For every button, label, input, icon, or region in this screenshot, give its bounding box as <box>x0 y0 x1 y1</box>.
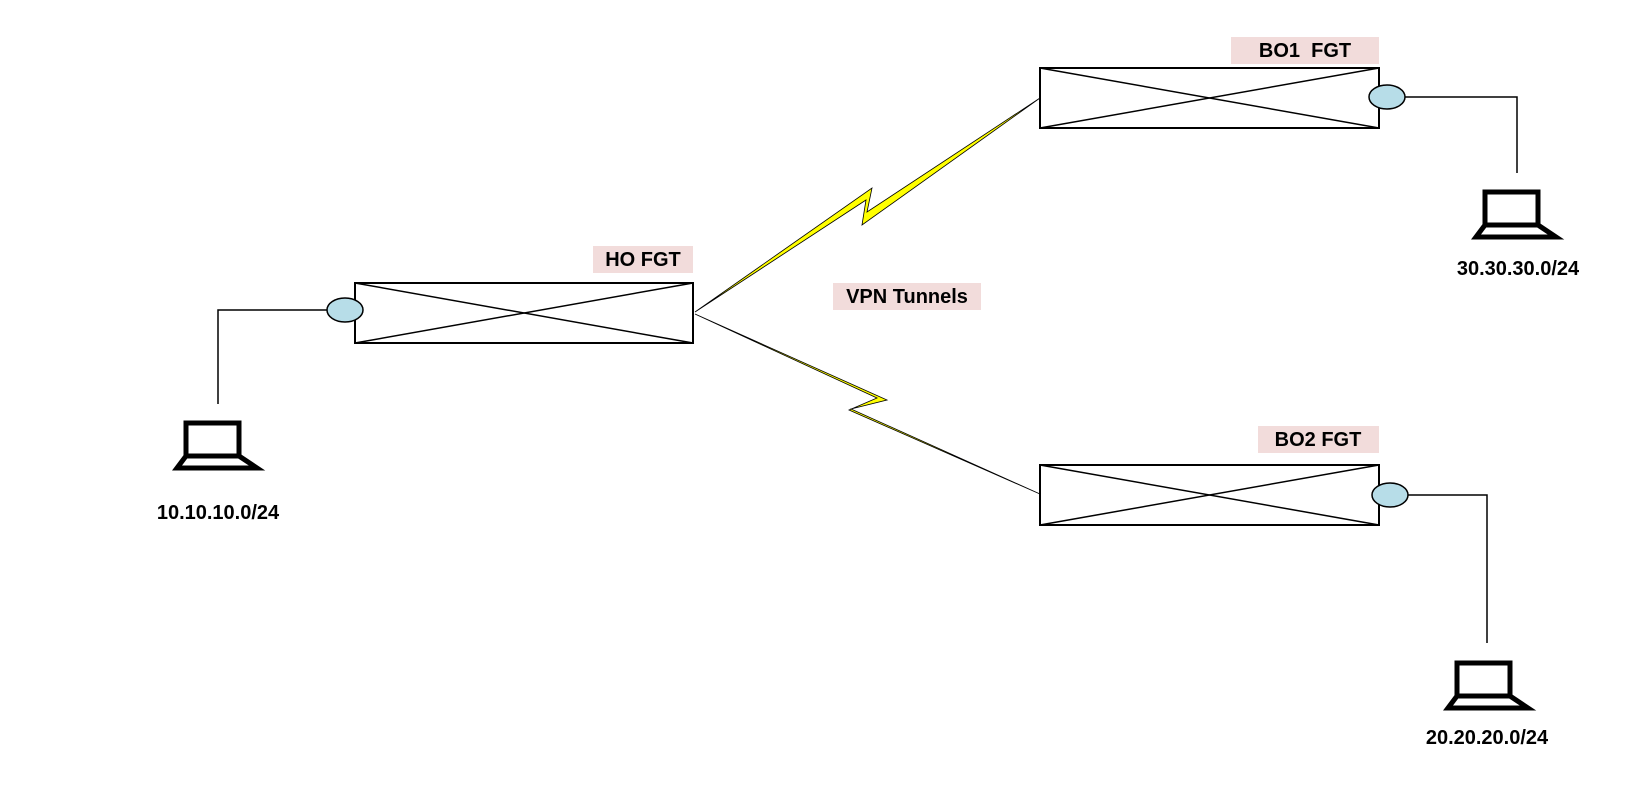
vpn-tunnel-ho-bo1 <box>694 97 1041 313</box>
bo1-laptop-icon <box>1471 189 1565 240</box>
bo1-fgt-device[interactable] <box>1039 67 1380 129</box>
bo2-laptop-icon <box>1443 660 1537 711</box>
bo2-fgt-label: BO2 FGT <box>1258 426 1379 453</box>
bo2-fgt-port[interactable] <box>1371 482 1409 508</box>
ho-fgt-port[interactable] <box>326 297 364 323</box>
ho-lan-wire <box>217 309 327 404</box>
ho-fgt-label-text: HO FGT <box>605 249 681 271</box>
bo1-fgt-label-text: BO1 FGT <box>1259 40 1351 62</box>
ho-fgt-device[interactable] <box>354 282 694 344</box>
bo2-subnet-label: 20.20.20.0/24 <box>1426 727 1549 749</box>
ho-laptop-icon <box>172 420 266 471</box>
bo2-fgt-label-text: BO2 FGT <box>1275 429 1362 451</box>
bo2-lan-wire <box>1408 494 1488 643</box>
bo1-fgt-port[interactable] <box>1368 84 1406 110</box>
bo1-lan-wire <box>1405 96 1518 173</box>
ho-fgt-label: HO FGT <box>593 246 693 273</box>
bo2-fgt-device[interactable] <box>1039 464 1380 526</box>
vpn-tunnels-label-text: VPN Tunnels <box>846 286 968 308</box>
ho-subnet-label: 10.10.10.0/24 <box>157 502 280 524</box>
bo1-fgt-label: BO1 FGT <box>1231 37 1379 64</box>
vpn-tunnels-label: VPN Tunnels <box>833 283 981 310</box>
vpn-tunnel-ho-bo2 <box>694 313 1041 495</box>
bo1-subnet-label: 30.30.30.0/24 <box>1457 258 1580 280</box>
